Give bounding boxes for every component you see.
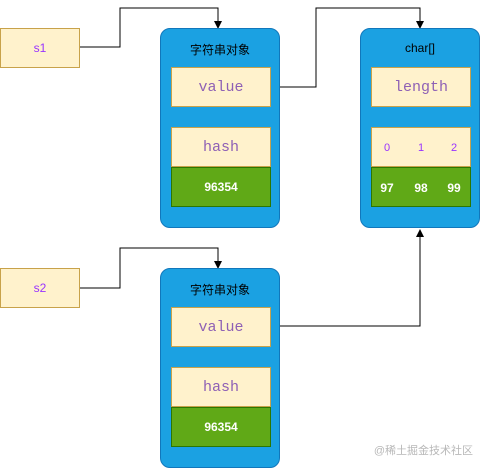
string-object-2-hash-field: hash — [171, 367, 271, 407]
char-array-value-0: 97 — [380, 181, 394, 195]
char-array-index-2: 2 — [450, 142, 458, 154]
char-array-value-2: 99 — [447, 181, 461, 195]
s1-ref-box: s1 — [0, 28, 80, 68]
char-array-index-1: 1 — [417, 142, 425, 154]
string-object-1-title: 字符串对象 — [189, 43, 250, 57]
string-object-2-hash-value: 96354 — [171, 407, 271, 447]
char-array-value-row — [371, 167, 471, 207]
string-object-2-title: 字符串对象 — [189, 283, 250, 297]
string-object-1: 字符串对象 value hash 96354 — [160, 28, 280, 228]
string-object-1-value-field: value — [171, 67, 271, 107]
string-object-1-hash-value: 96354 — [171, 167, 271, 207]
string-object-2: 字符串对象 value hash 96354 — [160, 268, 280, 468]
char-array-index-0: 0 — [383, 142, 391, 154]
string-object-1-hash-field: hash — [171, 127, 271, 167]
char-array-object: char[] length 0 1 2 97 98 99 — [360, 28, 480, 228]
char-array-index-row — [371, 127, 471, 167]
s2-ref-box: s2 — [0, 268, 80, 308]
value1-arrow — [270, 7, 424, 88]
char-array-length-field: length — [371, 67, 471, 107]
s1-arrow — [80, 7, 222, 48]
char-array-value-1: 98 — [414, 181, 428, 195]
value2-arrow — [270, 229, 424, 327]
watermark: @稀土掘金技术社区 — [373, 445, 473, 457]
string-object-2-value-field: value — [171, 307, 271, 347]
s1-label: s1 — [33, 41, 47, 55]
char-array-title: char[] — [404, 41, 435, 55]
s2-label: s2 — [33, 281, 47, 295]
s2-arrow — [80, 247, 222, 289]
